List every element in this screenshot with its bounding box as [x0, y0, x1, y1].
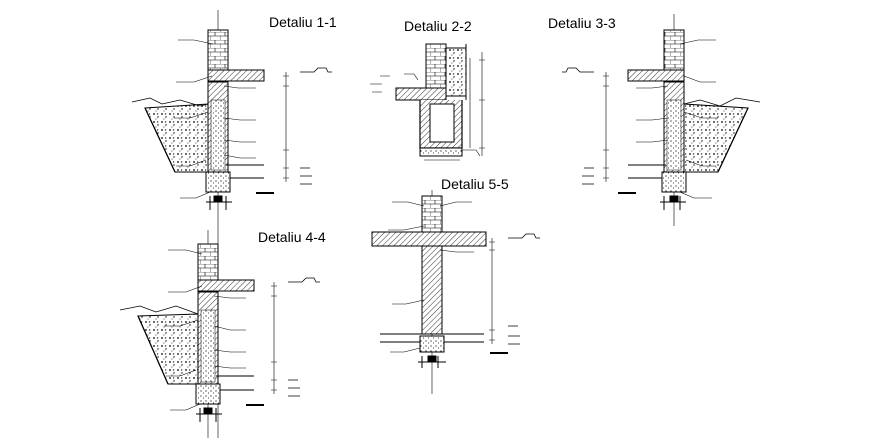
- detail-2-2-drawing: [370, 43, 485, 161]
- detail-1-1-title: Detaliu 1-1: [269, 14, 337, 30]
- detail-2-2-title: Detaliu 2-2: [404, 18, 472, 34]
- detail-5-5-title: Detaliu 5-5: [441, 176, 509, 192]
- detail-3-3-title: Detaliu 3-3: [548, 15, 616, 31]
- detail-4-4-drawing: [119, 230, 320, 438]
- detail-1-1-drawing: [131, 10, 332, 438]
- detail-4-4-title: Detaliu 4-4: [258, 229, 326, 245]
- detail-3-3-drawing: [562, 14, 761, 226]
- detail-5-5-drawing: [371, 190, 540, 394]
